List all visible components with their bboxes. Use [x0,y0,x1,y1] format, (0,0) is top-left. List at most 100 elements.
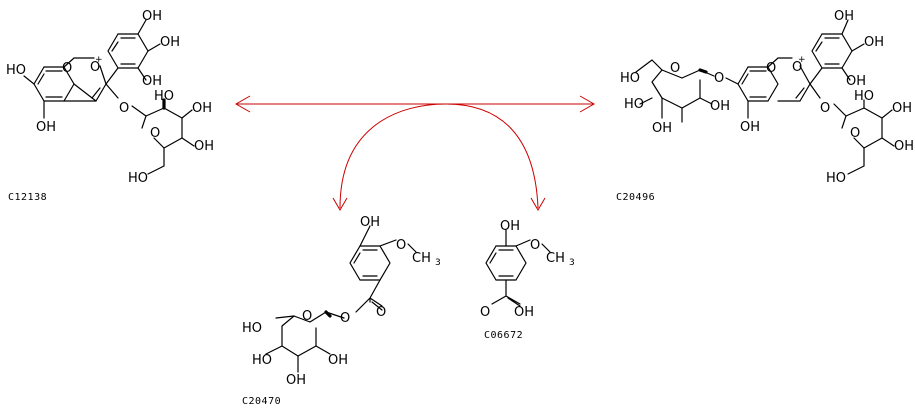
bond-lines [741,70,767,98]
bond-lines [105,83,119,99]
bond-lines [33,66,75,102]
bond-lines [147,109,195,175]
atom-label: OH [142,74,162,89]
atom-label: O [850,126,860,141]
bond-lines [809,83,821,99]
compound-c20496: O + O OH OH OH OH O O HO HO OH OH O O HO… [616,9,914,203]
atom-label: O [90,60,100,75]
compound-c06672: OH O CH 3 O OH C06672 [480,219,575,341]
atom-label: O [766,61,776,76]
bond-lines [281,311,345,357]
atom-label: OH [892,101,912,116]
atom-label: OH [192,101,212,116]
bond-lines [847,99,895,175]
atom-label: HO [154,89,174,104]
compound-code-c06672: C06672 [484,330,523,341]
bond-lines [407,243,417,253]
bond-lines [737,66,779,102]
bond-lines [131,105,183,149]
atom-label: OH [514,305,534,320]
curved-arrow-to-c06672 [445,103,539,209]
bond-lines [485,245,527,281]
bond-lines [105,33,149,85]
bond-lines [833,103,883,149]
bond-lines [63,57,107,102]
atom-label: O [820,101,830,116]
atom-label: O [670,61,680,76]
atom-label: OH [194,139,214,154]
atom-label: O [150,126,160,141]
atom-label: OH [846,74,866,89]
atom-label: O [530,238,540,253]
bond-lines [111,37,136,65]
atom-label: 3 [435,258,441,268]
arrowhead-right [579,95,596,113]
atom-label: O [340,311,350,326]
bond-lines [515,239,531,247]
atom-label: O [302,309,312,324]
compound-code-c20496: C20496 [616,192,655,203]
arrowhead-c06672 [530,197,546,211]
atom-label: HO [128,171,148,186]
bond-lines [371,301,383,311]
atom-label: OH [286,373,306,388]
compound-code-c12138: C12138 [8,192,47,203]
bond-lines [379,239,397,247]
atom-label: O [480,305,490,320]
bond-lines [795,87,805,99]
curved-arrow-to-c20470 [339,103,447,209]
bond-lines [841,19,865,81]
atom-label: HO [854,89,874,104]
atom-label: HO [252,353,272,368]
atom-label: O [792,60,802,75]
atom-label: HO [620,71,640,86]
bond-lines [349,245,391,281]
bond-lines [698,68,708,74]
arrowhead-c20470 [332,197,348,211]
arrowhead-left [234,95,251,113]
atom-label: + [798,55,806,65]
atom-label: OH [500,219,520,234]
atom-label: HO [826,171,846,186]
atom-label: O [62,61,72,76]
atom-label: CH [412,251,431,266]
reaction-arrows [234,95,596,211]
atom-label: HO [624,97,644,112]
atom-label: OH [36,120,56,135]
atom-label: O [714,71,724,86]
atom-label: OH [142,9,162,24]
bond-lines [725,77,749,119]
bond-lines [767,57,811,102]
compound-c12138: O + O OH OH OH HO OH O O HO OH OH HO C12… [6,9,214,203]
atom-label: OH [652,121,672,136]
atom-label: OH [360,215,380,230]
bond-lines [651,69,715,109]
bond-lines [541,243,551,253]
atom-label: OH [864,35,884,50]
bond-lines [635,59,713,123]
bond-lines [809,33,853,85]
compound-c20470: OH O CH 3 O O O HO HO OH OH C20470 [242,215,441,407]
bond-lines [23,75,45,119]
bond-lines [489,249,514,277]
bond-lines [353,249,378,277]
atom-label: CH [546,251,565,266]
atom-label: O [119,101,129,116]
compound-code-c20470: C20470 [242,396,281,407]
atom-label: OH [160,35,180,50]
atom-label: 3 [569,258,575,268]
atom-label: HO [242,321,262,336]
bond-lines [359,225,371,247]
bond-lines [91,87,101,99]
bond-lines [265,315,331,373]
bond-lines [37,70,63,98]
bond-lines [815,37,840,65]
atom-label: + [95,55,103,65]
bond-lines [491,279,521,307]
atom-label: OH [328,353,348,368]
bond-lines [137,19,161,81]
atom-label: O [396,238,406,253]
atom-label: OH [710,99,730,114]
atom-label: OH [740,120,760,135]
